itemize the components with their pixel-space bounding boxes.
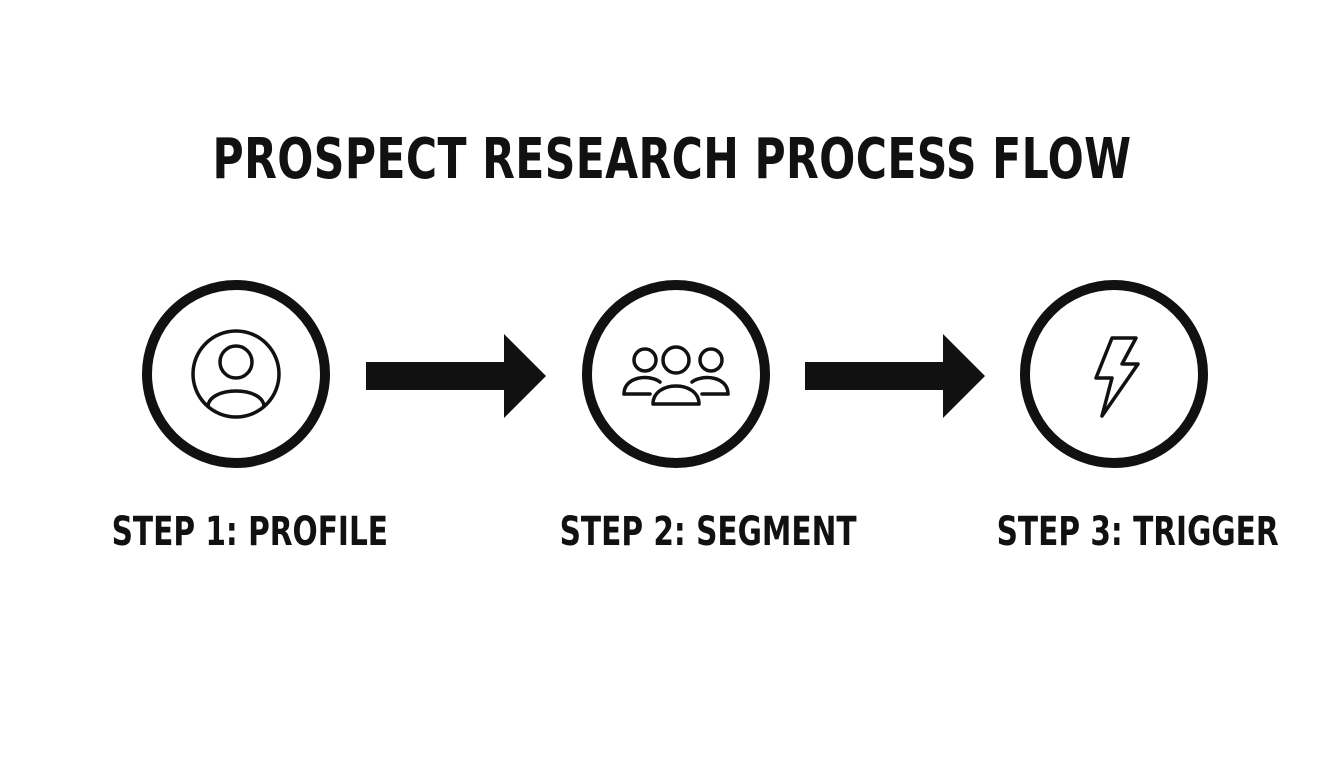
lightning-bolt-icon <box>1020 280 1208 468</box>
flow-arrow-2 <box>805 334 985 418</box>
step-3-node <box>1016 276 1212 472</box>
step-2-label: STEP 2: SEGMENT <box>559 509 857 555</box>
right-arrow-icon <box>366 334 546 418</box>
step-1-node <box>138 276 334 472</box>
step-1-label: STEP 1: PROFILE <box>111 509 389 555</box>
user-profile-icon <box>142 280 330 468</box>
step-2-node <box>578 276 774 472</box>
right-arrow-icon <box>805 334 985 418</box>
step-3-label: STEP 3: TRIGGER <box>996 509 1279 555</box>
user-group-icon <box>582 280 770 468</box>
diagram-title: PROSPECT RESEARCH PROCESS FLOW <box>212 127 1132 192</box>
flow-arrow-1 <box>366 334 546 418</box>
